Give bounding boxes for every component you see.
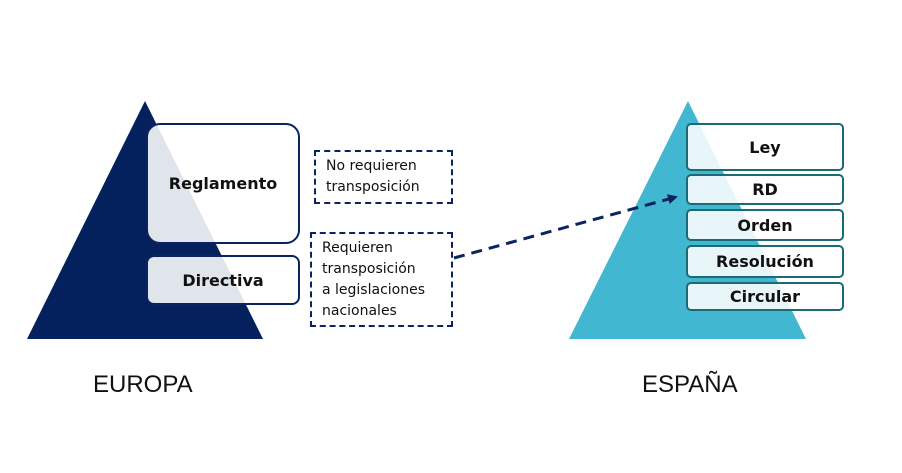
resolucion-label: Resolución (716, 252, 814, 271)
orden-box: Orden (686, 209, 844, 241)
circular-box: Circular (686, 282, 844, 311)
resolucion-box: Resolución (686, 245, 844, 278)
rd-label: RD (752, 180, 778, 199)
reglamento-label: Reglamento (168, 174, 278, 193)
europe-label: EUROPA (93, 371, 193, 398)
transposition-arrow (453, 194, 678, 260)
rd-box: RD (686, 174, 844, 205)
directiva-box: Directiva (146, 255, 300, 305)
circular-label: Circular (729, 287, 801, 306)
ley-box: Ley (686, 123, 844, 171)
directiva-label: Directiva (182, 270, 264, 290)
reglamento-box: Reglamento (146, 123, 300, 244)
transposition-note: Requieren transposición a legislaciones … (310, 232, 453, 327)
ley-label: Ley (749, 137, 781, 157)
spain-label: ESPAÑA (642, 371, 738, 398)
orden-label: Orden (737, 215, 793, 235)
no-transposition-note: No requieren transposición (314, 150, 453, 204)
